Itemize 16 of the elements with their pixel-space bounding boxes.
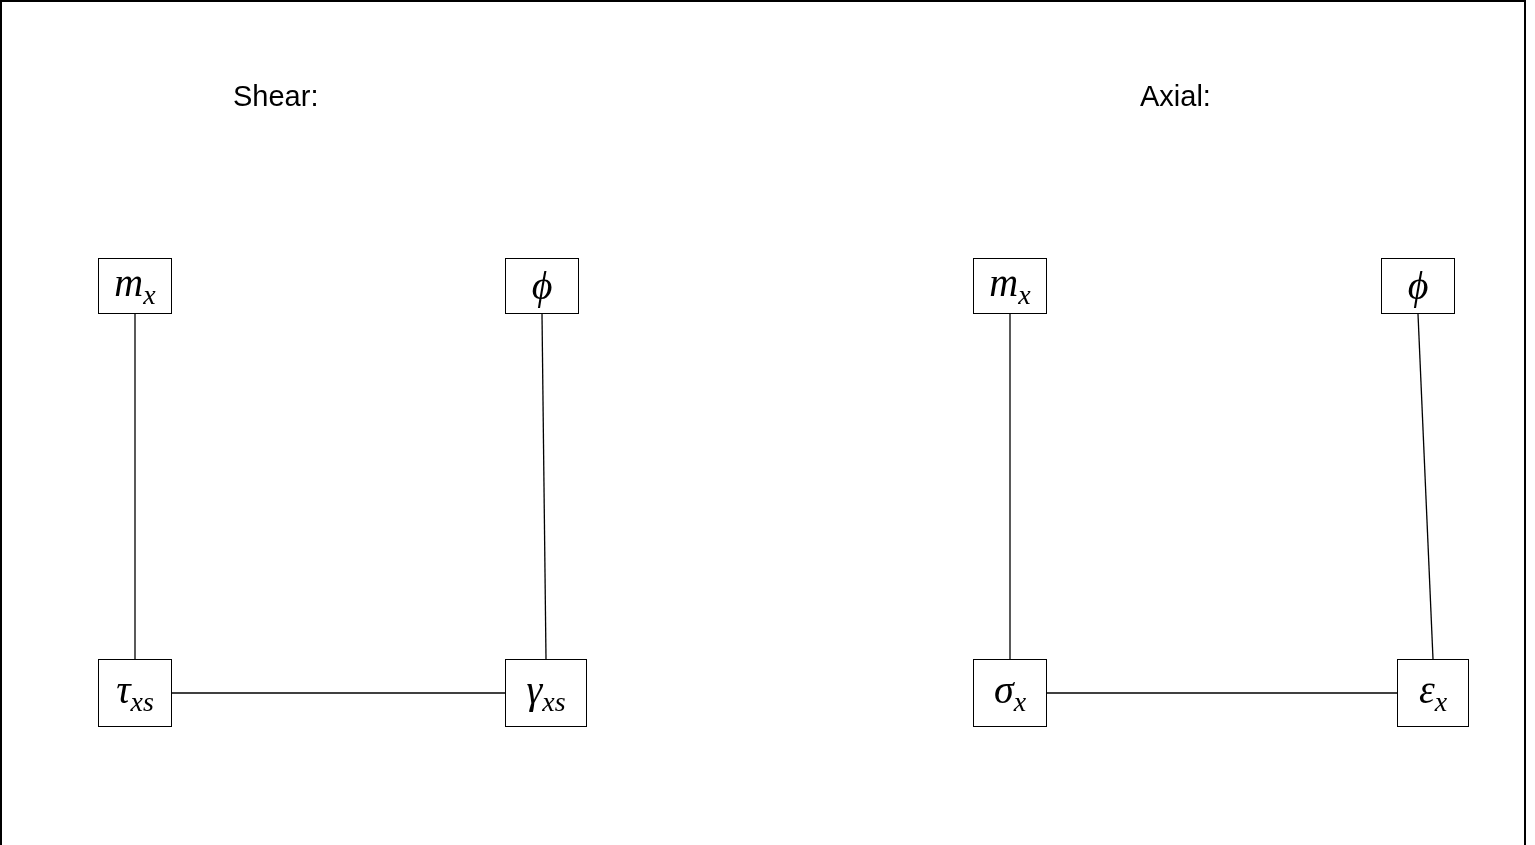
connector-line xyxy=(171,692,506,694)
variable-box: m$_{x}$ xyxy=(973,258,1047,314)
connector-line xyxy=(1417,313,1434,660)
variable-box: ϕ xyxy=(1381,258,1455,314)
connector-line xyxy=(1046,692,1398,694)
variable-box: γ$_{xs}$ xyxy=(505,659,587,727)
connector-line xyxy=(541,313,547,660)
variable-box: τ$_{xs}$ xyxy=(98,659,172,727)
section-heading: Axial: xyxy=(1140,80,1211,113)
variable-box: σ$_{x}$ xyxy=(973,659,1047,727)
variable-box: ϕ xyxy=(505,258,579,314)
variable-box: ε$_{x}$ xyxy=(1397,659,1469,727)
section-heading: Shear: xyxy=(233,80,319,113)
connector-line xyxy=(1009,313,1011,660)
variable-box: m$_{x}$ xyxy=(98,258,172,314)
connector-line xyxy=(134,313,136,660)
